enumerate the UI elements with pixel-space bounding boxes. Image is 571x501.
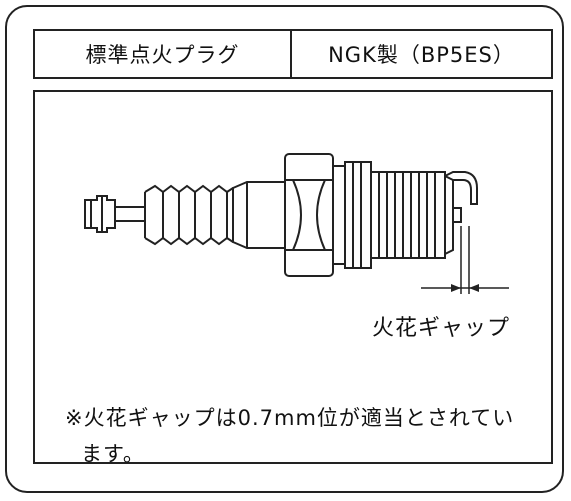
threaded-section	[370, 171, 446, 259]
gap-label: 火花ギャップ	[372, 316, 511, 341]
gap-note-line-2: ます。	[81, 442, 145, 466]
hex-nut	[284, 153, 334, 277]
gasket	[344, 161, 372, 269]
gap-note: ※火花ギャップは0.7mm位が適当とされてい ます。	[65, 400, 545, 472]
ground-electrode	[444, 171, 478, 205]
plug-tip	[444, 175, 454, 255]
terminal-stem	[114, 206, 146, 222]
hex-nut	[316, 179, 326, 251]
hex-nut	[292, 179, 302, 251]
gap-note-line-1: ※火花ギャップは0.7mm位が適当とされてい	[65, 406, 515, 430]
gap-arrow-right	[469, 284, 479, 292]
gap-arrow-left	[451, 284, 461, 292]
terminal-nut	[84, 195, 116, 233]
center-electrode	[452, 207, 462, 223]
spec-label: 標準点火プラグ	[35, 31, 292, 77]
spec-table: 標準点火プラグ NGK製（BP5ES）	[33, 29, 553, 79]
spark-plug-illustration	[84, 153, 509, 294]
diagram-box: 火花ギャップ ※火花ギャップは0.7mm位が適当とされてい ます。	[33, 90, 553, 466]
insulator-body	[232, 181, 286, 249]
collar	[332, 165, 346, 265]
insulator-ribs	[144, 236, 234, 246]
insulator-ribs	[144, 184, 234, 194]
spec-value: NGK製（BP5ES）	[328, 43, 515, 67]
outer-frame	[5, 5, 564, 493]
